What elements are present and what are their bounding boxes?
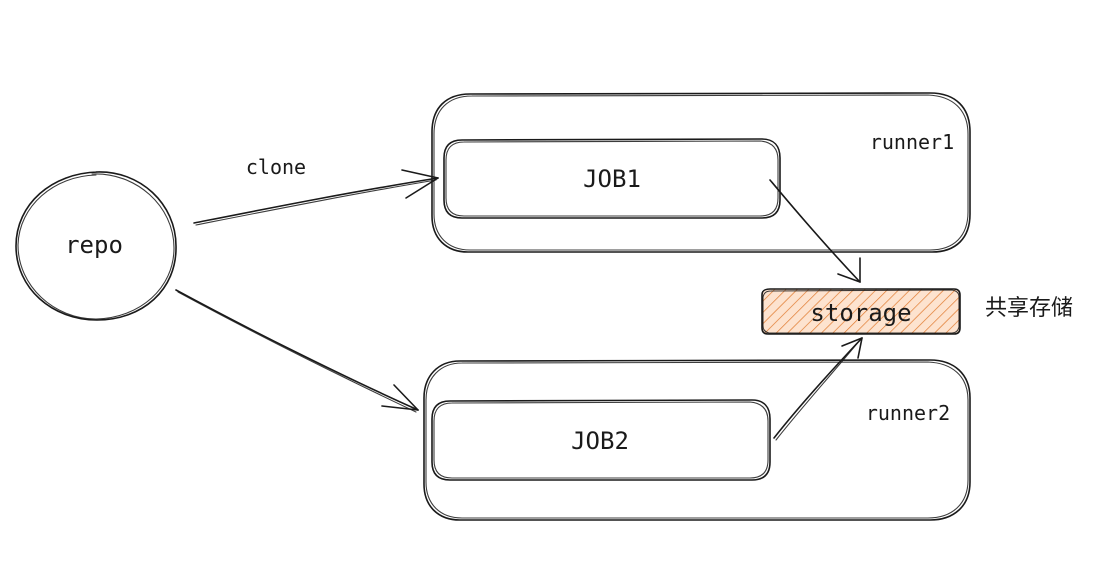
job1-label: JOB1: [583, 165, 641, 193]
job2-label: JOB2: [571, 427, 629, 455]
storage-label: storage: [810, 299, 911, 327]
job2-box: JOB2: [431, 399, 771, 481]
job1-box: JOB1: [443, 138, 781, 219]
repo-node: repo: [15, 171, 177, 321]
arrow-repo-to-job1: [193, 169, 439, 226]
runner1-box: runner1: [431, 92, 971, 253]
arrow-job1-to-storage: [769, 179, 861, 283]
shared-storage-annotation: 共享存储: [985, 296, 1073, 321]
arrow-job2-to-storage: [773, 337, 863, 441]
runner2-box: runner2: [423, 359, 971, 521]
arrow-repo-to-job2: [175, 289, 419, 413]
runner2-label: runner2: [866, 401, 950, 425]
storage-box: storage: [761, 288, 961, 335]
repo-label: repo: [65, 231, 123, 259]
clone-label: clone: [246, 155, 306, 179]
runner1-label: runner1: [870, 130, 954, 154]
